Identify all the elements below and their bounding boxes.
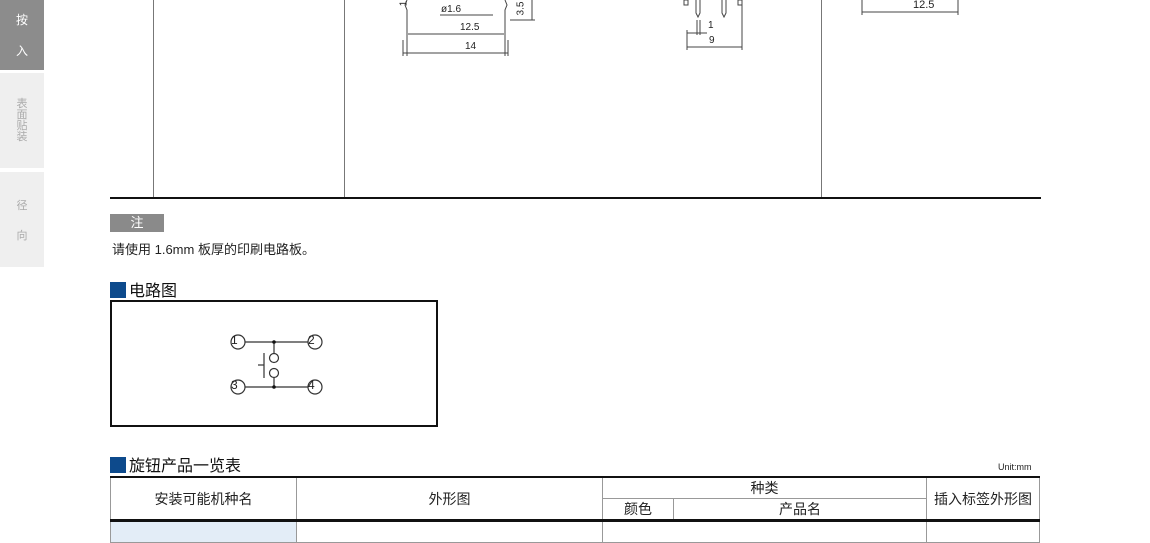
dimension-label: 12.5: [460, 22, 480, 33]
table-row: [110, 520, 1040, 543]
table-cell: [110, 520, 297, 543]
outline-drawing-3: [861, 0, 959, 15]
pin-4-label: 4: [308, 378, 315, 392]
section-marker-icon: [110, 282, 126, 298]
header-model: 安装可能机种名: [110, 476, 297, 521]
dimension-label: ø1.6: [441, 4, 462, 15]
table-bottom-rule: [110, 197, 1041, 199]
column-divider: [153, 0, 154, 197]
circuit-heading: 电路图: [110, 277, 177, 301]
tab-char: 表: [16, 97, 28, 110]
sidebar-tab-smd[interactable]: 表 面 贴 装: [0, 73, 44, 168]
table-cell: [296, 520, 603, 543]
header-type: 种类: [602, 476, 927, 499]
dimension-label: 3.5: [515, 1, 527, 16]
pin-3-label: 3: [231, 378, 238, 392]
knob-product-table: 安装可能机种名 外形图 种类 插入标签外形图 颜色 产品名: [110, 476, 1040, 543]
section-title: 旋钮产品一览表: [129, 458, 242, 475]
tab-char: 向: [16, 229, 28, 242]
tab-char: 装: [16, 130, 28, 143]
section-marker-icon: [110, 457, 126, 473]
header-outline: 外形图: [296, 476, 603, 521]
section-title: 电路图: [129, 283, 178, 300]
note-text: 请使用 1.6mm 板厚的印刷电路板。: [112, 242, 315, 257]
column-divider: [821, 0, 822, 197]
dimension-label: 12.5: [912, 0, 936, 11]
dimension-label: 14: [465, 41, 477, 52]
tab-char: 径: [16, 199, 28, 212]
header-color: 颜色: [602, 498, 674, 521]
sidebar-tab-insert[interactable]: 按 入: [0, 0, 44, 70]
dimension-label: 9: [709, 35, 715, 46]
dimension-label: 1: [398, 0, 410, 7]
column-divider: [344, 0, 345, 197]
tab-char: 面: [16, 108, 28, 121]
outline-drawing-2: [683, 0, 743, 50]
header-label-outline: 插入标签外形图: [926, 476, 1040, 521]
tab-char: 贴: [16, 119, 28, 132]
table-cell: [602, 520, 927, 543]
dimension-label: 1: [708, 20, 714, 31]
outline-drawing-1: [402, 0, 535, 56]
sidebar-tab-radial[interactable]: 径 向: [0, 172, 44, 267]
tab-char: 按: [15, 13, 28, 27]
pin-2-label: 2: [308, 333, 315, 347]
unit-label: Unit:mm: [998, 462, 1032, 472]
table-cell: [926, 520, 1040, 543]
pin-1-label: 1: [231, 333, 238, 347]
circuit-schematic: [230, 334, 323, 395]
header-product: 产品名: [673, 498, 927, 521]
circuit-diagram-box: 1 2 3 4: [110, 300, 438, 427]
tab-char: 入: [15, 44, 28, 58]
knob-table-heading: 旋钮产品一览表: [110, 452, 241, 476]
note-badge: 注: [110, 214, 164, 232]
